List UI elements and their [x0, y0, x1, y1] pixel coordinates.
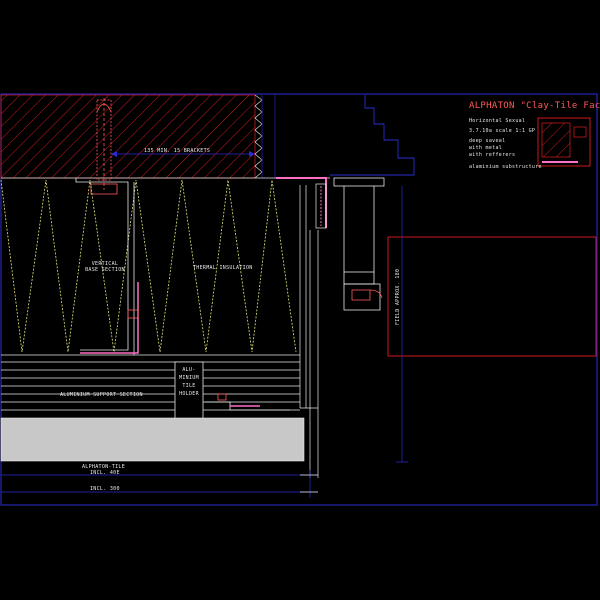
mounting-label: 135 MIN. 15 BRACKETS — [144, 148, 211, 154]
holder-label-2: MINIUM — [179, 375, 199, 381]
bottom-dimensions — [1, 470, 318, 498]
total-dimension-label: INCL. 300 — [90, 486, 120, 492]
title-block-detail — [537, 117, 591, 167]
anchor-bolt — [90, 98, 118, 195]
title-note-3: with refferers — [469, 152, 516, 158]
vertical-label-2: BASE SECTION — [85, 267, 125, 273]
vertical-base-section — [75, 178, 139, 355]
title-note-2: with metal — [469, 145, 503, 151]
tile-clip — [205, 393, 290, 411]
right-dimension-label: FIELD APPROX. 180 — [395, 268, 401, 325]
window-frame-profile — [333, 177, 385, 311]
drawing-title: ALPHATON "Clay-Tile Facade — [469, 101, 600, 111]
holder-label-1: ALU- — [182, 367, 196, 373]
holder-label-4: HOLDER — [179, 391, 199, 397]
title-substructure: alaminium substructure — [469, 164, 542, 170]
glazing-panel — [387, 236, 597, 357]
support-section-lines — [1, 354, 300, 411]
title-subtitle: Horizontal Sexual — [469, 118, 526, 124]
corner-angle-profile — [276, 177, 327, 478]
clay-tile — [0, 417, 305, 462]
thermal-insulation — [0, 179, 297, 353]
insulation-label: THERMAL INSULATION — [193, 265, 253, 271]
tile-label-2: INCL. 40E — [90, 470, 120, 476]
title-scale: 3.7.10a scale 1:1 GP — [469, 128, 536, 134]
title-note-1: deep saveal — [469, 138, 506, 144]
tile-label-1: ALPHATON-TILE — [82, 464, 126, 470]
support-section-label: ALUMINIUM SUPPORT SECTION — [60, 392, 143, 398]
vertical-label-1: VERTICAL — [91, 261, 119, 267]
lintel-outline — [330, 95, 415, 176]
masonry-wall — [0, 94, 276, 179]
holder-label-3: TILE — [182, 383, 196, 389]
drawing-frame — [0, 93, 598, 506]
